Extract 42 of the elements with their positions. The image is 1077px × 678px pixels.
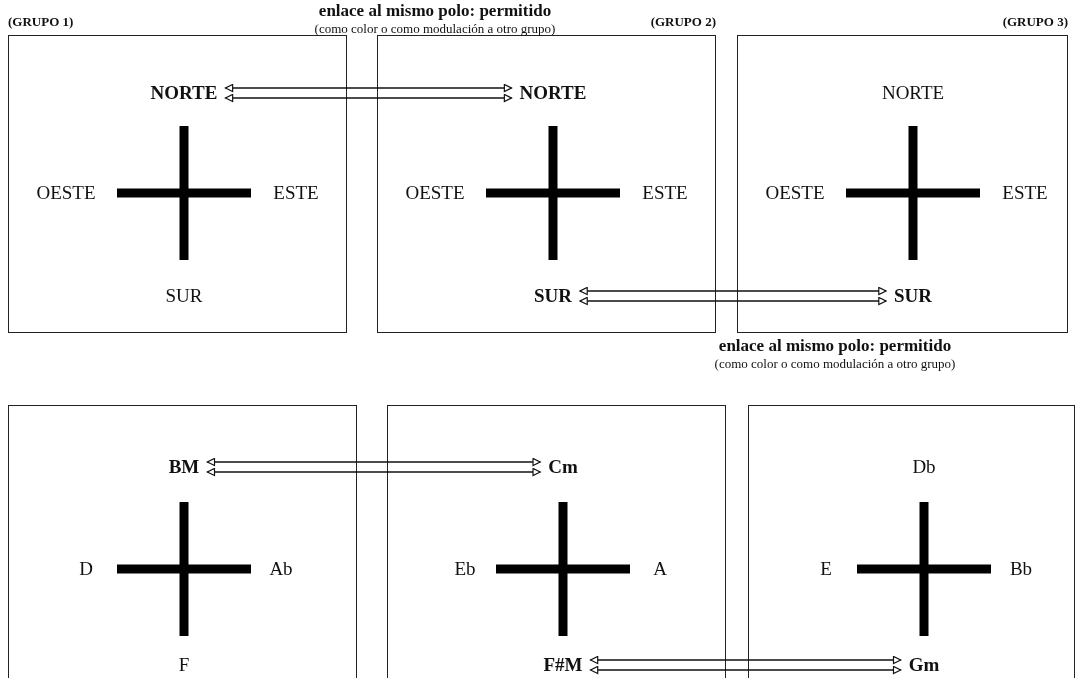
double-arrow [579, 286, 887, 296]
direction-label: Eb [454, 558, 476, 580]
double-arrow [206, 467, 541, 477]
direction-label: OESTE [36, 182, 96, 204]
link-title: enlace al mismo polo: permitido [318, 1, 552, 21]
group-heading: (GRUPO 3) [1002, 14, 1068, 30]
direction-label: Bb [1009, 558, 1033, 580]
direction-label: ESTE [642, 182, 688, 204]
group-heading: (GRUPO 2) [650, 14, 716, 30]
direction-label: OESTE [765, 182, 825, 204]
direction-label: F [178, 654, 190, 676]
double-arrow [589, 665, 902, 675]
direction-label: NORTE [881, 82, 945, 104]
direction-label: ESTE [273, 182, 319, 204]
direction-label: F#M [543, 654, 583, 676]
direction-label: ESTE [1002, 182, 1048, 204]
double-arrow [206, 457, 541, 467]
direction-label: SUR [534, 285, 572, 307]
direction-label: Db [912, 456, 936, 478]
group-box [748, 405, 1075, 678]
direction-label: Ab [269, 558, 293, 580]
double-arrow [589, 655, 902, 665]
direction-label: OESTE [405, 182, 465, 204]
link-title: enlace al mismo polo: permitido [718, 336, 952, 356]
group-heading: (GRUPO 1) [8, 14, 74, 30]
double-arrow [224, 83, 513, 93]
direction-label: Gm [908, 654, 940, 676]
direction-label: A [653, 558, 667, 580]
group-box [387, 405, 726, 678]
direction-label: Cm [548, 456, 578, 478]
direction-label: SUR [165, 285, 203, 307]
direction-label: NORTE [519, 82, 587, 104]
direction-label: NORTE [150, 82, 218, 104]
direction-label: D [79, 558, 93, 580]
group-box [8, 405, 357, 678]
link-note: (como color o como modulación a otro grupo) [714, 356, 956, 372]
link-note: (como color o como modulación a otro grupo) [314, 21, 556, 37]
double-arrow [579, 296, 887, 306]
direction-label: BM [168, 456, 200, 478]
direction-label: SUR [894, 285, 932, 307]
direction-label: E [820, 558, 832, 580]
double-arrow [224, 93, 513, 103]
